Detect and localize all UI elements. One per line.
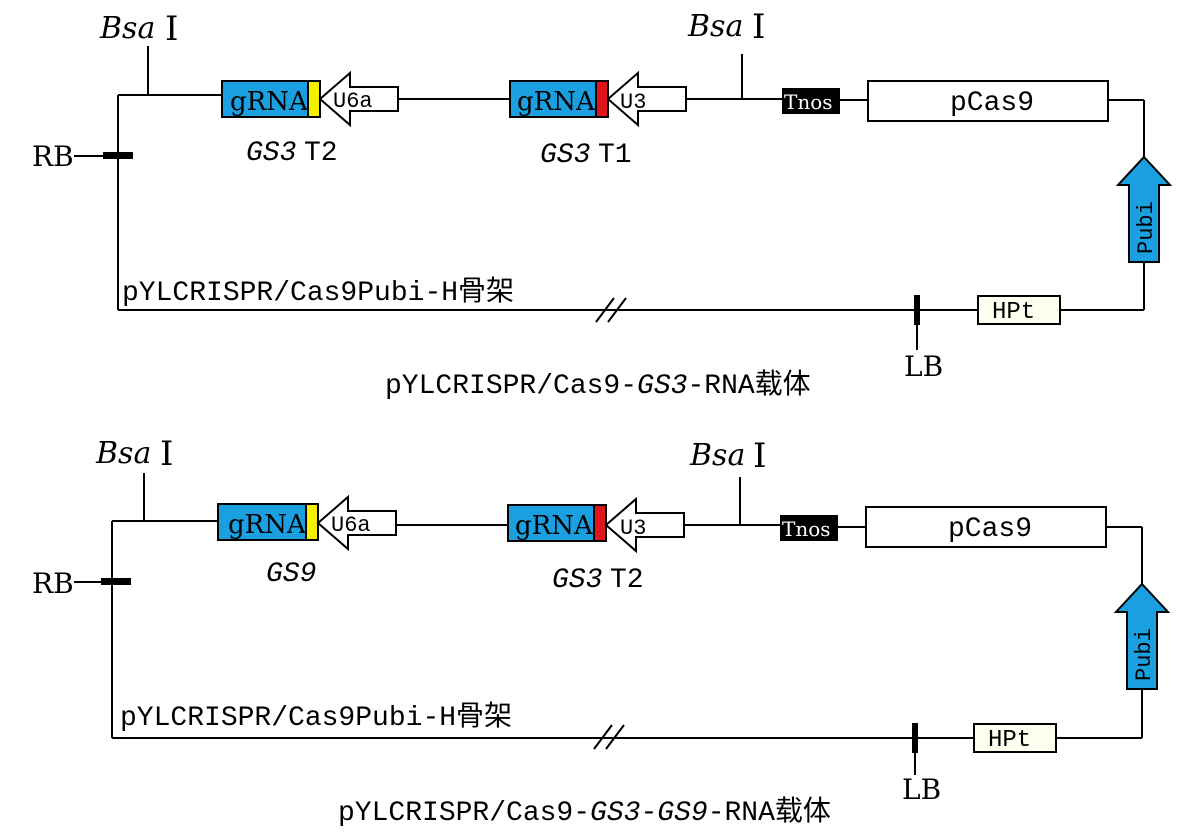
svg-text:GS9: GS9 bbox=[266, 559, 316, 590]
pubi-label: Pubi bbox=[1132, 628, 1157, 681]
target-label-2: GS3 T1 bbox=[540, 140, 632, 171]
target-label-2: GS3 T2 bbox=[552, 565, 644, 596]
tnos-box bbox=[782, 88, 840, 114]
pcas9-label: pCas9 bbox=[948, 514, 1032, 545]
u3-promoter-arrow bbox=[604, 496, 685, 554]
vector-diagram-1: Bsa I Bsa I RB LB gRNA U6a gRNA U3 GS3 bbox=[32, 7, 1173, 402]
target-marker-red bbox=[593, 504, 607, 542]
u6a-promoter-arrow bbox=[318, 70, 399, 128]
pubi-promoter-arrow bbox=[1113, 582, 1171, 690]
grna-box-2 bbox=[509, 80, 597, 118]
svg-text:GS3: GS3 bbox=[552, 565, 602, 596]
target-label-1: GS9 bbox=[266, 559, 316, 590]
svg-text:Bsa: Bsa bbox=[99, 11, 155, 46]
svg-text:I: I bbox=[753, 436, 766, 476]
rb-label: RB bbox=[32, 567, 74, 600]
svg-text:I: I bbox=[752, 7, 765, 47]
backbone-label: pYLCRISPR/Cas9Pubi-H骨架 bbox=[122, 276, 514, 309]
u6a-promoter-arrow bbox=[316, 494, 397, 552]
svg-text:Bsa: Bsa bbox=[689, 438, 745, 473]
lb-label: LB bbox=[902, 773, 941, 806]
lb-label: LB bbox=[904, 350, 943, 383]
hpt-box bbox=[973, 723, 1057, 753]
grna-cassette-1: gRNA U6a bbox=[221, 70, 399, 128]
svg-text:Bsa: Bsa bbox=[687, 9, 743, 44]
vector-caption: pYLCRISPR/Cas9-GS3-RNA载体 bbox=[385, 368, 811, 402]
target-marker-yellow bbox=[307, 80, 321, 118]
svg-text:GS3: GS3 bbox=[246, 138, 296, 169]
svg-text:U6a: U6a bbox=[333, 89, 373, 114]
hpt-label: HPt bbox=[992, 299, 1035, 326]
pcas9-box bbox=[867, 80, 1109, 122]
svg-text:GS3: GS3 bbox=[540, 140, 590, 171]
svg-text:gRNA: gRNA bbox=[515, 511, 594, 541]
grna-cassette-1: gRNA U6a bbox=[217, 494, 397, 552]
target-label-1: GS3 T2 bbox=[246, 138, 338, 169]
tnos-box bbox=[780, 515, 838, 541]
target-marker-red bbox=[595, 80, 609, 118]
hpt-box bbox=[977, 295, 1061, 325]
svg-text:T2: T2 bbox=[304, 138, 338, 169]
rb-label: RB bbox=[32, 140, 74, 173]
svg-text:T2: T2 bbox=[610, 565, 644, 596]
tnos-label: Tnos bbox=[782, 517, 831, 541]
svg-text:T1: T1 bbox=[598, 140, 632, 171]
u3-promoter-arrow bbox=[606, 70, 687, 128]
svg-text:U3: U3 bbox=[620, 516, 646, 541]
svg-text:U3: U3 bbox=[620, 90, 646, 115]
vector-lines bbox=[74, 473, 1143, 775]
svg-text:gRNA: gRNA bbox=[230, 87, 309, 117]
pubi-label: Pubi bbox=[1134, 201, 1159, 254]
vector-caption: pYLCRISPR/Cas9-GS3-GS9-RNA载体 bbox=[338, 795, 831, 829]
svg-text:gRNA: gRNA bbox=[228, 510, 307, 540]
bsa-i-left-label: Bsa I bbox=[99, 9, 178, 49]
vector-diagram-2: Bsa I Bsa I RB LB gRNA U6a gRNA U3 GS9 bbox=[32, 434, 1171, 829]
vector-lines bbox=[74, 46, 1145, 350]
target-marker-yellow bbox=[305, 503, 319, 541]
grna-cassette-2: gRNA U3 bbox=[507, 496, 685, 554]
bsa-i-left-label: Bsa I bbox=[95, 434, 173, 474]
backbone-label: pYLCRISPR/Cas9Pubi-H骨架 bbox=[120, 701, 512, 734]
grna-cassette-2: gRNA U3 bbox=[509, 70, 687, 128]
pcas9-label: pCas9 bbox=[950, 88, 1034, 119]
svg-text:I: I bbox=[165, 9, 178, 49]
pubi-promoter-arrow bbox=[1115, 155, 1173, 263]
tnos-label: Tnos bbox=[784, 90, 833, 114]
hpt-label: HPt bbox=[988, 727, 1031, 754]
svg-text:Bsa: Bsa bbox=[95, 436, 151, 471]
svg-text:I: I bbox=[160, 434, 173, 474]
bsa-i-right-label: Bsa I bbox=[689, 436, 766, 476]
bsa-i-right-label: Bsa I bbox=[687, 7, 765, 47]
svg-text:U6a: U6a bbox=[331, 513, 371, 538]
svg-text:gRNA: gRNA bbox=[517, 87, 596, 117]
pcas9-box bbox=[865, 506, 1107, 548]
